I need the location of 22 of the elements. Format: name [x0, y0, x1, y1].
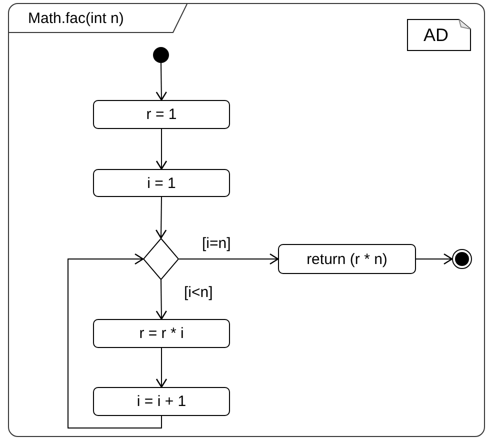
arrow — [155, 196, 167, 239]
arrow — [178, 253, 279, 265]
arrow — [156, 62, 168, 101]
decision-diamond — [143, 238, 179, 280]
note-label: AD — [423, 26, 450, 44]
action-box: r = r * i — [93, 319, 230, 348]
initial-node — [153, 47, 169, 63]
action-box: i = 1 — [93, 169, 230, 197]
action-box: r = 1 — [93, 100, 230, 129]
arrow — [156, 348, 168, 388]
arrow — [68, 253, 162, 428]
arrow — [416, 253, 453, 265]
final-node — [452, 249, 472, 269]
arrow — [156, 128, 168, 170]
frame-title: Math.fac(int n) — [28, 11, 124, 26]
action-box: i = i + 1 — [93, 387, 230, 416]
note-box — [407, 19, 471, 51]
arrow — [156, 280, 168, 320]
edge-label: [i<n] — [183, 285, 214, 300]
action-box: return (r * n) — [278, 244, 416, 274]
activity-frame — [8, 3, 485, 437]
edge-label: [i=n] — [201, 236, 232, 251]
